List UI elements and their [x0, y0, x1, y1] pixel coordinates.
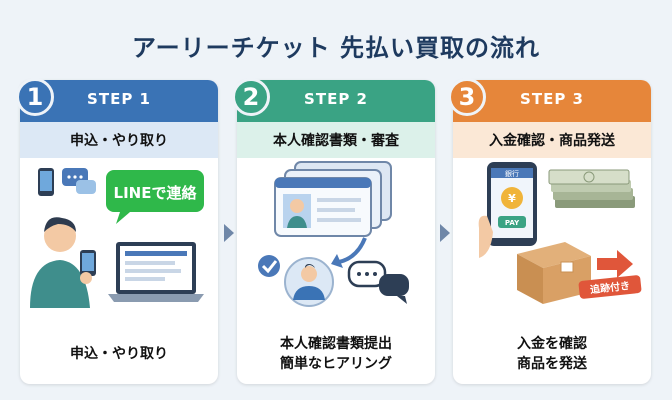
tracking-tag: 追跡付き — [578, 275, 642, 299]
arrow-right-icon — [597, 250, 633, 278]
svg-text:¥: ¥ — [508, 192, 516, 205]
step-2-caption-line-1: 本人確認書類提出 — [280, 336, 392, 352]
package-box-icon — [517, 242, 591, 304]
avatar-icon — [284, 257, 334, 307]
step-1-illustration: LINEで連絡 — [30, 168, 204, 308]
step-3-caption: 入金を確認 商品を発送 — [453, 334, 651, 374]
bank-phone-icon: 銀行 ¥ PAY — [478, 162, 537, 258]
step-2-label: STEP 2 — [304, 90, 368, 108]
laptop-icon — [108, 242, 204, 302]
step-2-subtitle: 本人確認書類・審査 — [237, 122, 435, 158]
line-bubble-text: LINEで連絡 — [114, 184, 198, 202]
step-1-caption: 申込・やり取り — [20, 344, 218, 364]
step-2-caption-line-2: 簡単なヒアリング — [280, 356, 392, 372]
money-stack-icon — [548, 169, 635, 208]
chevron-right-icon — [224, 224, 234, 242]
step-3-caption-line-2: 商品を発送 — [517, 356, 587, 372]
step-1-card: STEP 1 申込・やり取り LINEで連絡 — [20, 80, 218, 384]
tracking-tag-text: 追跡付き — [589, 279, 630, 296]
step-1-body: LINEで連絡 申込・やり取り — [20, 158, 218, 384]
person-icon — [30, 217, 96, 308]
step-2-illustration — [258, 161, 409, 307]
chevron-right-icon — [440, 224, 450, 242]
step-2-header: STEP 2 — [237, 80, 435, 122]
step-3-body: 銀行 ¥ PAY — [453, 158, 651, 384]
arrow-icon — [338, 237, 367, 264]
check-icon — [258, 255, 280, 277]
pay-label: PAY — [505, 219, 520, 227]
step-2-body: 本人確認書類提出 簡単なヒアリング — [237, 158, 435, 384]
step-3-illustration: 銀行 ¥ PAY — [478, 162, 642, 304]
step-1-caption-line-1: 申込・やり取り — [70, 346, 168, 362]
step-2-card: STEP 2 本人確認書類・審査 — [237, 80, 435, 384]
page-title: アーリーチケット 先払い買取の流れ — [132, 34, 540, 62]
step-3-subtitle: 入金確認・商品発送 — [453, 122, 651, 158]
line-chat-bubble: LINEで連絡 — [106, 170, 204, 224]
bank-label: 銀行 — [505, 169, 519, 178]
step-3-header: STEP 3 — [453, 80, 651, 122]
smartphone-icon — [38, 168, 54, 196]
step-2-caption: 本人確認書類提出 簡単なヒアリング — [237, 334, 435, 374]
step-2-number: 2 — [232, 78, 270, 116]
chat-bubble-icon — [62, 168, 96, 194]
step-1-number: 1 — [16, 78, 54, 116]
step-1-subtitle: 申込・やり取り — [20, 122, 218, 158]
step-3-number: 3 — [448, 78, 486, 116]
step-3-card: STEP 3 入金確認・商品発送 銀行 ¥ PAY — [453, 80, 651, 384]
step-3-caption-line-1: 入金を確認 — [517, 336, 587, 352]
step-3-label: STEP 3 — [520, 90, 584, 108]
id-card-icon — [274, 161, 392, 237]
chat-bubble-icon — [347, 260, 409, 304]
step-1-label: STEP 1 — [87, 90, 151, 108]
